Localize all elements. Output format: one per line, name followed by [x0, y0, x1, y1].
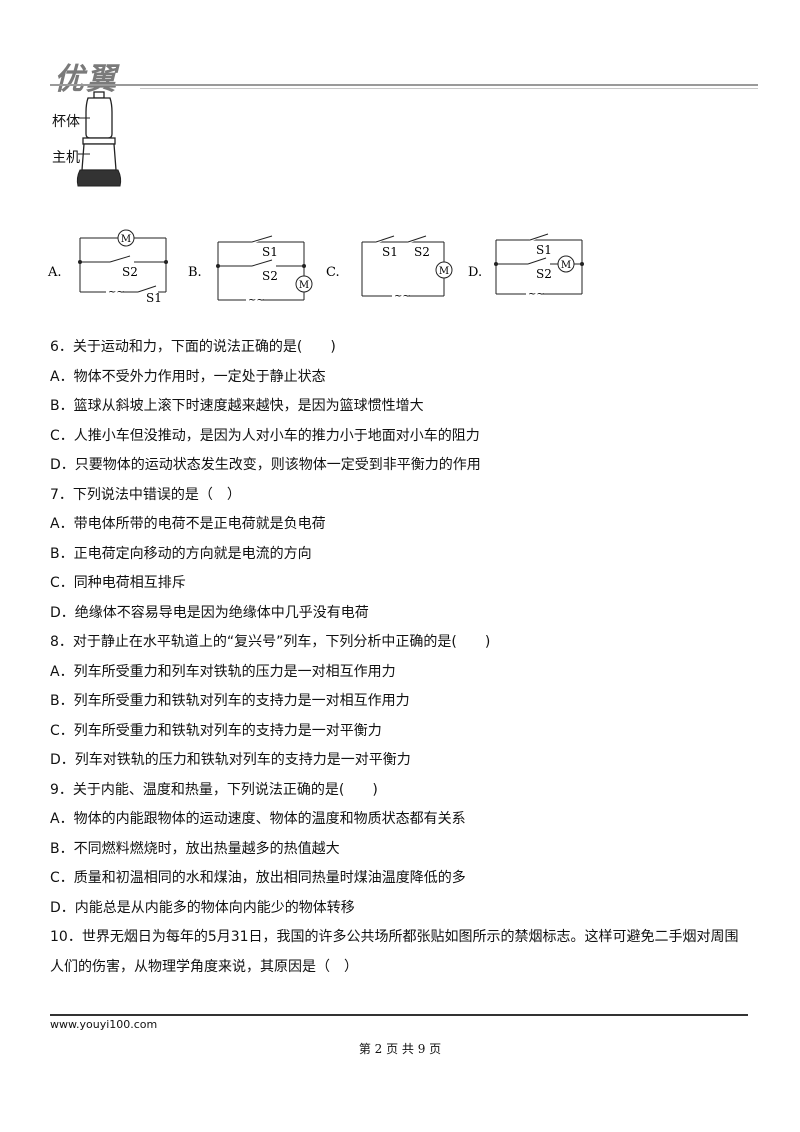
switch-label-d-s1: S1 — [536, 243, 552, 257]
question-10-stem: 10．世界无烟日为每年的5月31日，我国的许多公共场所都张贴如图所示的禁烟标志。… — [50, 929, 739, 975]
svg-text:~~: ~~ — [528, 289, 545, 300]
option-letter-d: D. — [468, 265, 482, 280]
blender-figure: 杯体 主机 — [50, 90, 140, 190]
question-9-option-b: B．不同燃料燃烧时，放出热量越多的热值越大 — [50, 841, 340, 857]
question-9-option-d: D．内能总是从内能多的物体向内能少的物体转移 — [50, 900, 355, 916]
svg-text:~~: ~~ — [248, 295, 265, 306]
question-8-option-c: C．列车所受重力和铁轨对列车的支持力是一对平衡力 — [50, 723, 382, 739]
question-6-option-c: C．人推小车但没推动，是因为人对小车的推力小于地面对小车的阻力 — [50, 428, 480, 444]
motor-a: M — [121, 234, 131, 245]
footer-divider — [50, 1014, 748, 1016]
motor-c: M — [439, 266, 449, 277]
question-8-option-a: A．列车所受重力和列车对铁轨的压力是一对相互作用力 — [50, 664, 396, 680]
question-7-option-b: B．正电荷定向移动的方向就是电流的方向 — [50, 546, 312, 562]
switch-label-b-s1: S1 — [262, 245, 278, 259]
header-divider-thin — [140, 88, 758, 89]
switch-label-a-s1: S1 — [146, 291, 162, 305]
switch-label-c-s2: S2 — [414, 245, 430, 259]
question-8-stem: 8．对于静止在水平轨道上的“复兴号”列车，下列分析中正确的是( ) — [50, 634, 491, 650]
question-6-option-b: B．篮球从斜坡上滚下时速度越来越快，是因为篮球惯性增大 — [50, 398, 424, 414]
question-6-stem: 6．关于运动和力，下面的说法正确的是( ) — [50, 339, 336, 355]
question-7-option-c: C．同种电荷相互排斥 — [50, 575, 186, 591]
switch-label-a-s2: S2 — [122, 265, 138, 279]
switch-label-c-s1: S1 — [382, 245, 398, 259]
circuit-option-c: C. S1 S2 M ~~ — [326, 234, 453, 302]
option-letter-a: A. — [47, 265, 62, 280]
circuit-option-a: A. M S2 ~~ S1 — [47, 229, 168, 305]
footer-url[interactable]: www.youyi100.com — [50, 1018, 158, 1031]
question-9-option-a: A．物体的内能跟物体的运动速度、物体的温度和物质状态都有关系 — [50, 811, 466, 827]
question-8-option-b: B．列车所受重力和铁轨对列车的支持力是一对相互作用力 — [50, 693, 410, 709]
circuit-options: A. M S2 ~~ S1 B. S1 S2 M ~~ — [47, 229, 584, 306]
svg-text:~~: ~~ — [108, 287, 125, 298]
question-7-option-d: D．绝缘体不容易导电是因为绝缘体中几乎没有电荷 — [50, 605, 369, 621]
motor-b: M — [299, 280, 309, 291]
blender-drawing — [76, 91, 122, 187]
question-8-option-d: D．列车对铁轨的压力和铁轨对列车的支持力是一对平衡力 — [50, 752, 411, 768]
switch-label-b-s2: S2 — [262, 269, 278, 283]
question-7-stem: 7．下列说法中错误的是（ ） — [50, 487, 241, 503]
circuit-option-b: B. S1 S2 M ~~ — [188, 234, 313, 306]
header-divider — [50, 84, 758, 86]
option-letter-c: C. — [326, 265, 340, 280]
label-base: 主机 — [52, 150, 80, 166]
switch-label-d-s2: S2 — [536, 267, 552, 281]
question-6-option-a: A．物体不受外力作用时，一定处于静止状态 — [50, 369, 326, 385]
page-number: 第 2 页 共 9 页 — [358, 1042, 442, 1056]
question-9-stem: 9．关于内能、温度和热量，下列说法正确的是( ) — [50, 782, 378, 798]
svg-text:~~: ~~ — [394, 291, 411, 302]
question-6-option-d: D．只要物体的运动状态发生改变，则该物体一定受到非平衡力的作用 — [50, 457, 481, 473]
option-letter-b: B. — [188, 265, 202, 280]
motor-d: M — [561, 260, 571, 271]
label-cup: 杯体 — [52, 114, 80, 130]
question-7-option-a: A．带电体所带的电荷不是正电荷就是负电荷 — [50, 516, 326, 532]
question-9-option-c: C．质量和初温相同的水和煤油，放出相同热量时煤油温度降低的多 — [50, 870, 466, 886]
circuit-option-d: D. S1 M S2 ~~ — [468, 232, 584, 300]
brand-logo: 优翼 — [54, 62, 118, 97]
